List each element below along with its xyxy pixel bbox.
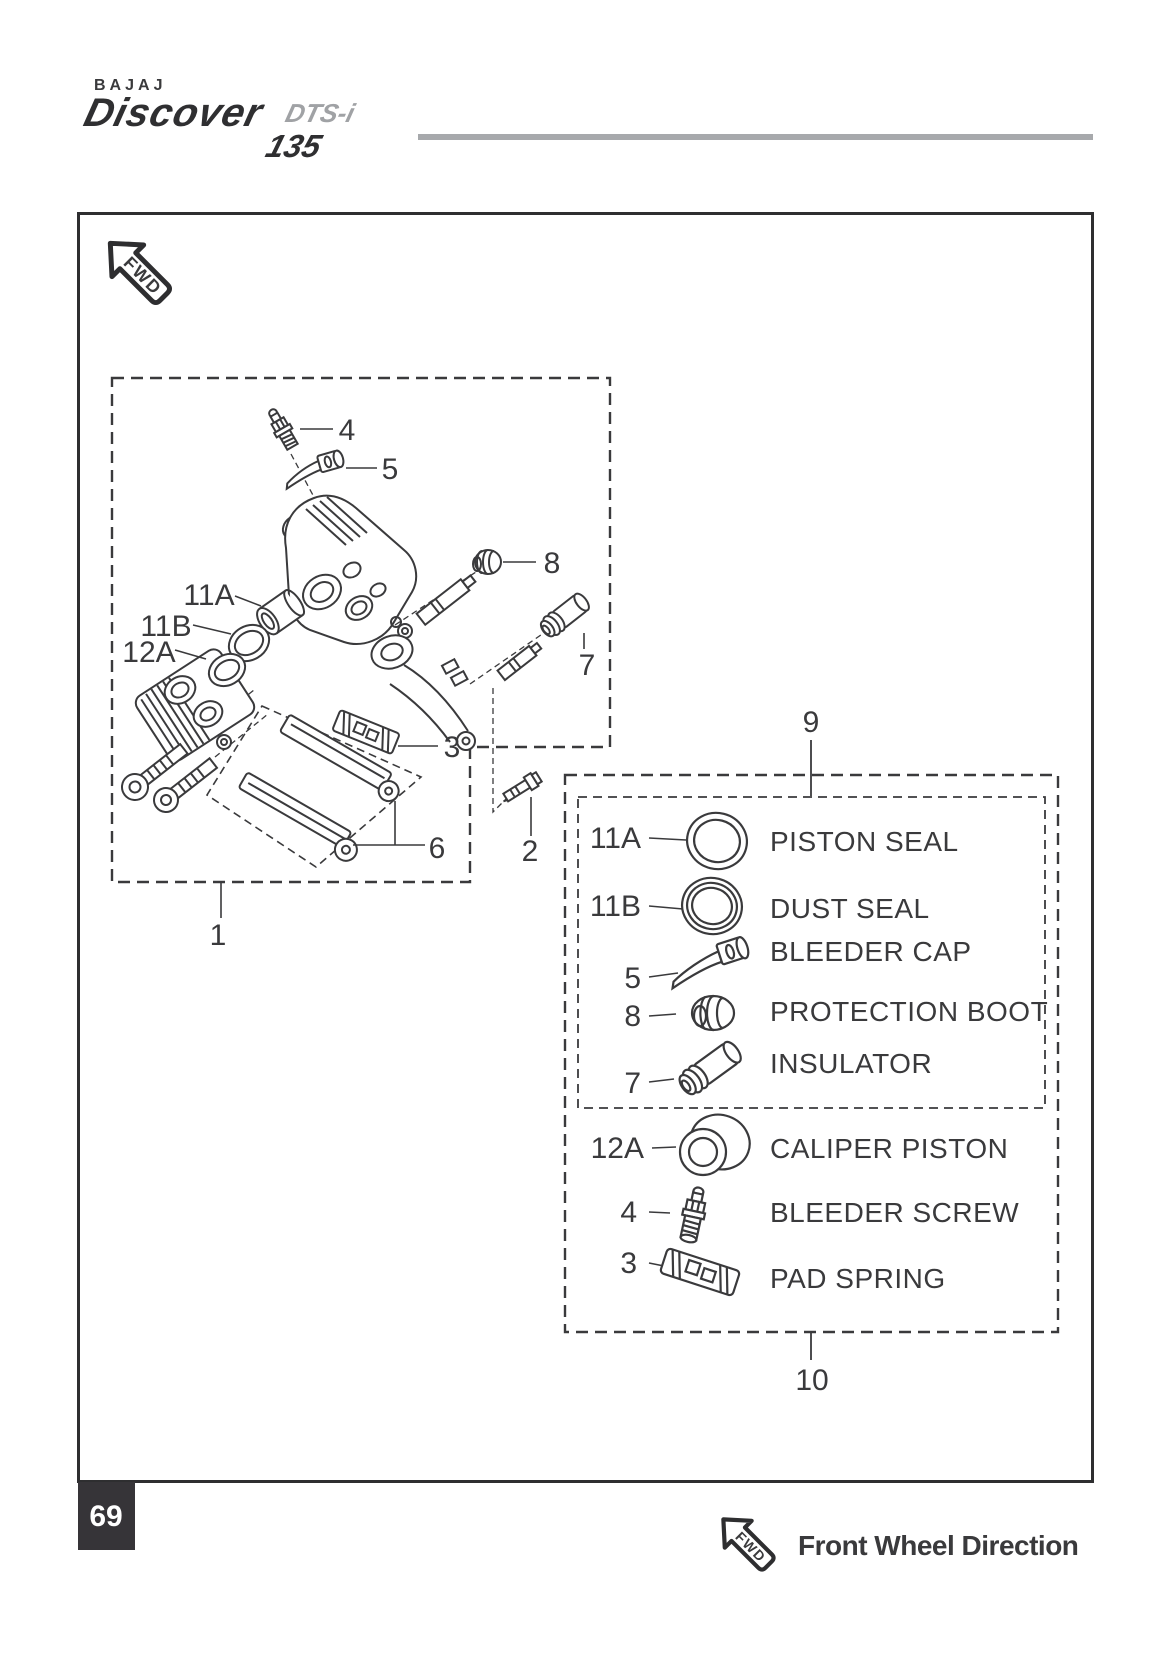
insulator-art	[539, 592, 590, 638]
pivot-bolt-art	[501, 770, 544, 803]
legend-ref: 8	[624, 1000, 641, 1033]
legend-name: PROTECTION BOOT	[770, 996, 1048, 1027]
slide-pin-art	[415, 574, 477, 627]
callout-leaders	[174, 428, 585, 918]
brake-pad-art	[238, 772, 358, 862]
protection-boot-art	[472, 549, 502, 575]
brand-variant: DTS-i	[283, 98, 359, 128]
legend-icons	[659, 811, 751, 1297]
bleeder-screw-icon	[679, 1186, 707, 1244]
brand-model: Discover	[80, 90, 269, 135]
dust-seal-icon	[681, 876, 743, 936]
dust-seal-art	[233, 629, 265, 657]
legend-name: BLEEDER SCREW	[770, 1197, 1019, 1228]
callout-5: 5	[382, 453, 399, 486]
fwd-arrow-top-icon: FWD	[94, 227, 179, 312]
header-rule	[418, 134, 1093, 140]
legend-name: DUST SEAL	[770, 893, 930, 924]
insulator-icon	[678, 1040, 742, 1096]
fwd-arrow-bottom-icon: FWD	[710, 1506, 782, 1578]
pad-spring-art	[332, 709, 400, 755]
slide-pin-art	[496, 641, 543, 682]
footer: 69 FWD Front Wheel Direction	[78, 1482, 1079, 1578]
callout-2: 2	[522, 835, 539, 868]
caliper-piston-art	[256, 589, 306, 636]
brand-name: BAJAJ	[94, 77, 166, 94]
caliper-body-art	[281, 494, 418, 645]
callout-8: 8	[544, 547, 561, 580]
legend-name: PISTON SEAL	[770, 826, 959, 857]
legend-ref: 7	[624, 1067, 641, 1100]
caliper-bracket-art	[370, 634, 476, 751]
callout-12a: 12A	[122, 636, 175, 669]
legend-name: BLEEDER CAP	[770, 936, 972, 967]
piston-seal-art	[213, 658, 241, 682]
legend-ref: 11A	[590, 822, 641, 855]
legend-name: CALIPER PISTON	[770, 1133, 1008, 1164]
piston-seal-icon	[686, 811, 748, 871]
brand-logo: BAJAJ Discover DTS-i 135	[80, 77, 1093, 164]
brand-displacement: 135	[262, 128, 327, 164]
callout-4: 4	[339, 414, 356, 447]
diagram-callouts: 4 5 8 7 3 2 6 1 11A 11B 12A 9 10	[122, 414, 828, 1397]
callout-1: 1	[210, 919, 227, 952]
callout-11a: 11A	[183, 579, 234, 612]
legend-names: PISTON SEAL DUST SEAL BLEEDER CAP PROTEC…	[770, 826, 1048, 1294]
callout-9: 9	[803, 706, 820, 739]
bleeder-screw-art	[268, 408, 300, 452]
legend-ref: 12A	[591, 1132, 644, 1165]
legend-name: PAD SPRING	[770, 1263, 946, 1294]
legend-ref: 4	[620, 1196, 637, 1229]
callout-6: 6	[429, 832, 446, 865]
legend-row-leaders	[648, 837, 687, 1267]
page-number: 69	[89, 1500, 122, 1533]
caliper-piston-icon	[678, 1113, 751, 1177]
legend-name: INSULATOR	[770, 1048, 932, 1079]
callout-7: 7	[579, 649, 596, 682]
legend: 11A 11B 5 8 7 12A 4 3 PISTON SEAL DUST S…	[563, 740, 1060, 1360]
brake-pad-art	[279, 714, 400, 803]
bleeder-cap-art	[285, 449, 345, 491]
pad-spring-icon	[659, 1247, 741, 1297]
exploded-diagram	[110, 376, 612, 918]
pads-boundary-box	[205, 704, 423, 869]
callout-3: 3	[444, 731, 461, 764]
bleeder-cap-icon	[671, 936, 750, 991]
fwd-caption: Front Wheel Direction	[798, 1530, 1078, 1561]
legend-refs: 11A 11B 5 8 7 12A 4 3	[590, 822, 644, 1280]
legend-ref: 3	[620, 1247, 637, 1280]
legend-ref: 5	[624, 962, 641, 995]
callout-11b: 11B	[140, 610, 191, 643]
legend-inner-box	[577, 796, 1046, 1109]
content-border	[77, 212, 1094, 1483]
mount-bolt-art	[121, 742, 189, 801]
legend-ref: 11B	[590, 890, 641, 923]
mount-bolt-art	[153, 756, 219, 813]
page-number-box	[78, 1482, 135, 1550]
callout-10: 10	[795, 1364, 828, 1397]
protection-boot-icon	[690, 994, 736, 1032]
